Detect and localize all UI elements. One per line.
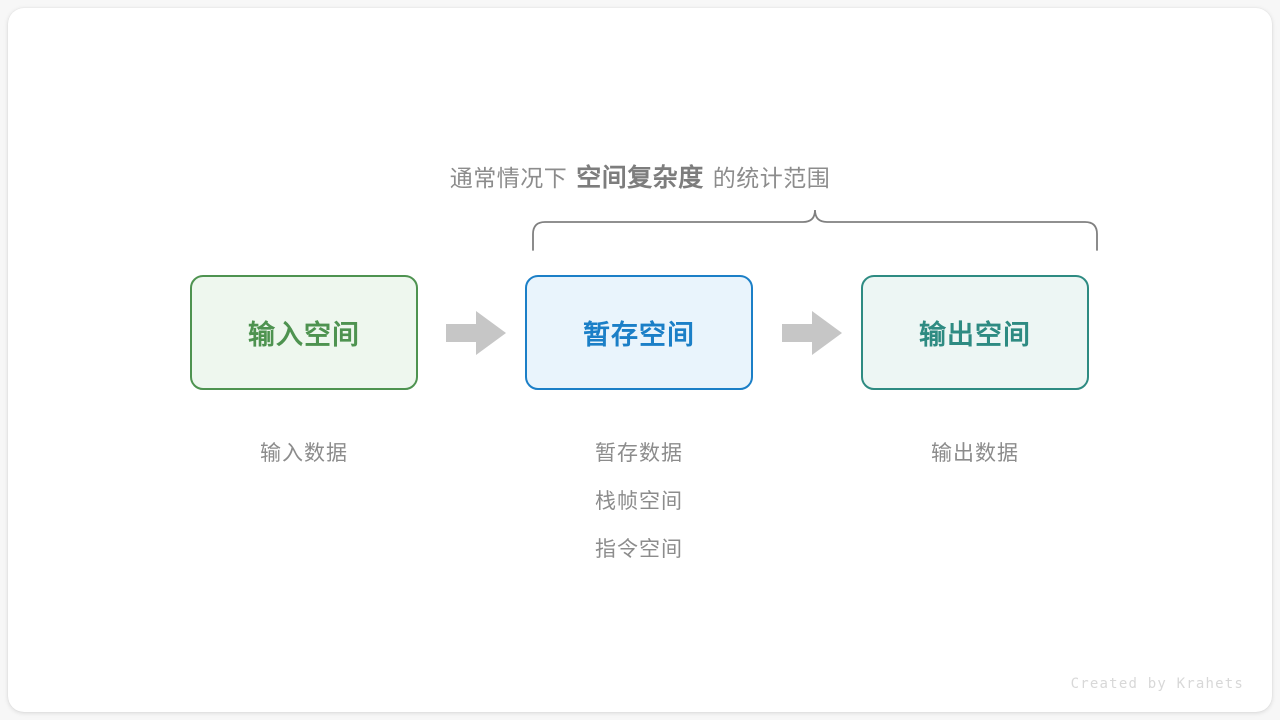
caption-line: 输入数据	[260, 442, 348, 465]
box-input-space[interactable]: 输入空间	[190, 275, 418, 390]
box-output-space-label: 输出空间	[919, 320, 1031, 350]
brace-title: 通常情况下空间复杂度的统计范围	[8, 158, 1272, 194]
arrow-right-icon-temp-to-output	[782, 311, 842, 355]
box-temp-space-label: 暂存空间	[583, 320, 695, 350]
arrow-right-icon-input-to-temp	[446, 311, 506, 355]
arrow-right-icon	[446, 311, 506, 355]
diagram-card: 通常情况下空间复杂度的统计范围 输入空间 暂存空间 输出空间	[8, 8, 1272, 712]
curly-brace	[518, 200, 1118, 260]
brace-title-emphasis: 空间复杂度	[576, 164, 704, 192]
curly-brace-icon	[532, 209, 1098, 251]
caption-line: 暂存数据	[595, 442, 683, 465]
box-output-space[interactable]: 输出空间	[861, 275, 1089, 390]
brace-title-suffix: 的统计范围	[712, 165, 831, 191]
brace-title-prefix: 通常情况下	[449, 165, 568, 191]
box-input-space-label: 输入空间	[248, 320, 360, 350]
box-temp-space[interactable]: 暂存空间	[525, 275, 753, 390]
arrow-right-icon	[782, 311, 842, 355]
caption-line: 栈帧空间	[595, 490, 683, 513]
watermark-credit: Created by Krahets	[1070, 676, 1244, 692]
caption-column-temp: 暂存数据 栈帧空间 指令空间	[525, 430, 753, 574]
caption-line: 指令空间	[595, 538, 683, 561]
caption-line: 输出数据	[931, 442, 1019, 465]
caption-column-input: 输入数据	[190, 430, 418, 478]
caption-column-output: 输出数据	[861, 430, 1089, 478]
